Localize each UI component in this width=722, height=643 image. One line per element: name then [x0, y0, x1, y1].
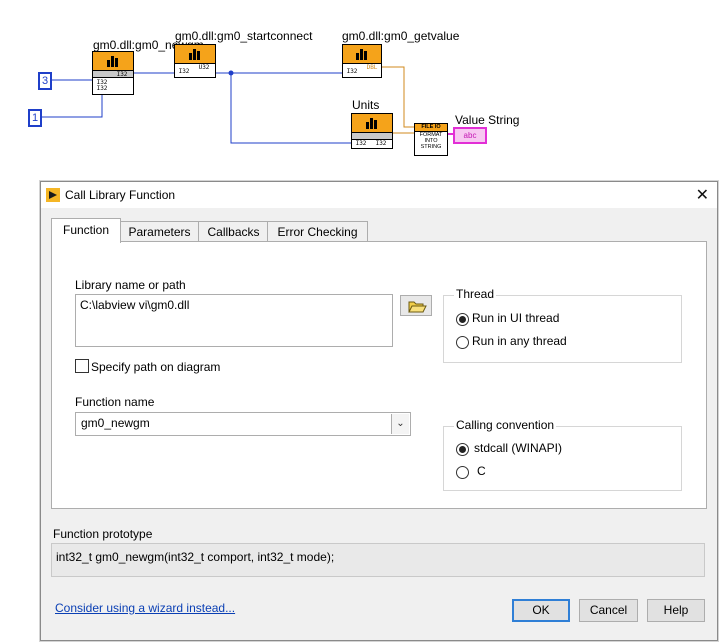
stdcall-label: stdcall (WINAPI)	[474, 441, 563, 455]
wires	[42, 66, 453, 144]
wire-start-units	[230, 73, 351, 144]
terminal-in: I32	[178, 68, 190, 75]
tab-function[interactable]: Function	[51, 218, 121, 243]
thread-group: Thread Run in UI thread Run in any threa…	[443, 287, 682, 363]
tab-parameters[interactable]: Parameters	[119, 221, 200, 242]
node-header	[352, 114, 392, 133]
labview-icon	[46, 188, 60, 202]
run-ui-thread-label: Run in UI thread	[472, 311, 560, 325]
c-label: C	[477, 464, 486, 478]
tab-callbacks[interactable]: Callbacks	[198, 221, 269, 242]
radio-c[interactable]	[456, 466, 469, 479]
function-name-value: gm0_newgm	[81, 416, 150, 430]
node-units-label: Units	[352, 98, 380, 112]
function-tab-panel: Library name or path C:\labview vi\gm0.d…	[51, 241, 707, 509]
function-prototype-label: Function prototype	[53, 527, 153, 541]
wire-junction	[228, 70, 234, 76]
format-node-line2: INTO	[424, 138, 438, 144]
constant-3[interactable]: 3	[38, 72, 52, 90]
help-button[interactable]: Help	[647, 599, 705, 622]
node-divider	[352, 133, 392, 140]
radio-stdcall[interactable]	[456, 443, 469, 456]
title-bar: Call Library Function ✕	[41, 182, 717, 208]
call-library-node-startconnect[interactable]: U32 I32	[174, 44, 216, 78]
calling-convention-title: Calling convention	[454, 418, 557, 432]
ok-button[interactable]: OK	[512, 599, 570, 622]
radio-run-ui-thread[interactable]	[456, 313, 469, 326]
run-any-thread-label: Run in any thread	[472, 334, 567, 348]
constant-1[interactable]: 1	[28, 109, 42, 127]
chevron-down-icon[interactable]: ⌄	[391, 414, 409, 434]
node-divider	[93, 71, 133, 78]
output-label: Value String	[455, 113, 520, 127]
call-library-node-newgm[interactable]: I32 I32 I32	[92, 51, 134, 95]
folder-icon	[408, 301, 427, 313]
node-startconnect-label: gm0.dll:gm0_startconnect	[175, 29, 313, 43]
terminal-out: I32	[375, 140, 387, 147]
library-icon	[107, 56, 118, 67]
call-library-node-getvalue[interactable]: DBL I32	[342, 44, 382, 78]
close-icon[interactable]: ✕	[695, 187, 709, 204]
node-header	[343, 45, 381, 64]
value-string-indicator[interactable]: abc	[453, 127, 487, 144]
block-diagram: gm0.dll:gm0_newgm gm0.dll:gm0_startconne…	[0, 0, 722, 180]
terminal-in: I32	[96, 79, 108, 86]
wire-getvalue-format	[380, 66, 414, 128]
format-node-line1: FORMAT	[419, 132, 443, 138]
dialog-title: Call Library Function	[65, 188, 176, 202]
wizard-link[interactable]: Consider using a wizard instead...	[55, 601, 236, 615]
function-name-select[interactable]: gm0_newgm ⌄	[75, 412, 411, 436]
format-into-string-node[interactable]: FILE IO FORMAT INTO STRING	[414, 123, 448, 156]
terminal-in: I32	[346, 68, 358, 75]
terminal-out: I32	[116, 71, 128, 78]
library-icon	[356, 49, 367, 60]
node-header	[175, 45, 215, 64]
thread-group-title: Thread	[454, 287, 497, 301]
terminal-out: DBL	[366, 64, 378, 71]
terminal-out: U32	[198, 64, 210, 71]
call-library-node-units[interactable]: I32 I32	[351, 113, 393, 149]
radio-run-any-thread[interactable]	[456, 336, 469, 349]
library-icon	[366, 118, 377, 129]
function-prototype-box: int32_t gm0_newgm(int32_t comport, int32…	[51, 543, 705, 577]
cancel-button[interactable]: Cancel	[579, 599, 638, 622]
specify-path-checkbox[interactable]	[75, 359, 89, 373]
wire-const1	[42, 92, 103, 118]
format-node-header: FILE IO	[415, 124, 447, 132]
specify-path-label: Specify path on diagram	[91, 360, 221, 374]
node-header	[93, 52, 133, 71]
calling-convention-group: Calling convention stdcall (WINAPI) C	[443, 418, 682, 491]
tab-error-checking[interactable]: Error Checking	[267, 221, 368, 242]
call-library-function-dialog: Call Library Function ✕ Function Paramet…	[40, 181, 718, 641]
function-name-label: Function name	[75, 395, 155, 409]
library-icon	[189, 49, 200, 60]
library-path-input[interactable]: C:\labview vi\gm0.dll	[75, 294, 393, 347]
format-node-line3: STRING	[420, 144, 442, 150]
library-path-label: Library name or path	[75, 278, 186, 292]
terminal-in: I32	[355, 140, 367, 147]
node-getvalue-label: gm0.dll:gm0_getvalue	[342, 29, 460, 43]
browse-button[interactable]	[400, 295, 432, 316]
terminal-in-2: I32	[96, 85, 108, 92]
